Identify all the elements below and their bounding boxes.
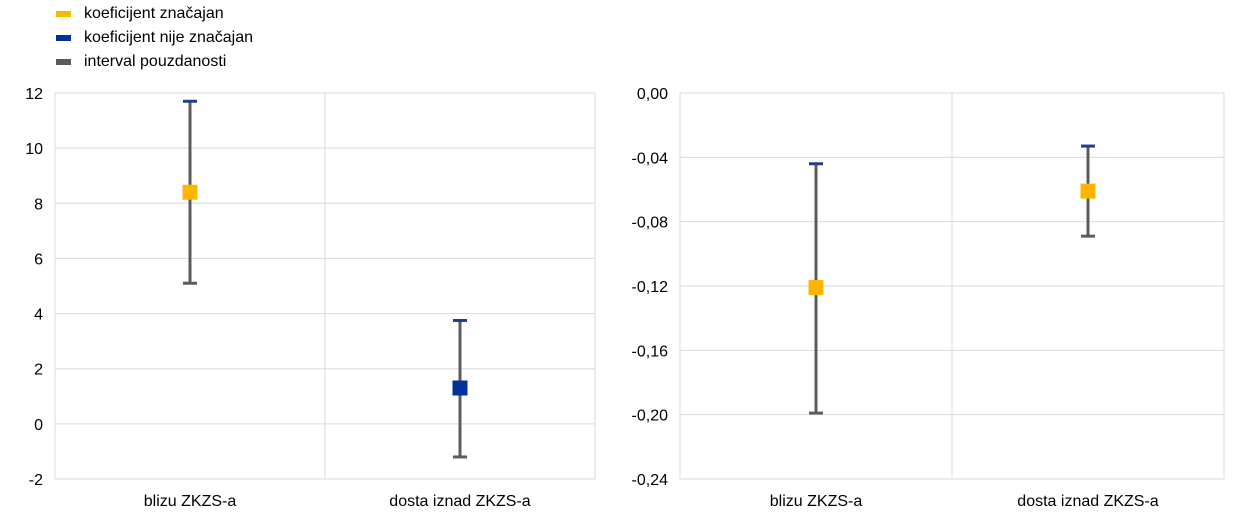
x-tick-label: dosta iznad ZKZS-a	[1017, 493, 1159, 510]
y-tick-label: -0,08	[632, 215, 669, 232]
legend-item-significant: koeficijent značajan	[56, 2, 253, 26]
y-tick-label: -0,04	[632, 150, 669, 167]
y-tick-label: 0	[34, 417, 43, 434]
coefficient-point	[182, 184, 198, 200]
y-tick-label: -0,20	[632, 408, 669, 425]
x-tick-label: blizu ZKZS-a	[770, 493, 863, 510]
legend: koeficijent značajan koeficijent nije zn…	[56, 2, 253, 74]
y-tick-label: 6	[34, 251, 43, 268]
y-tick-label: -0,12	[632, 279, 669, 296]
coefficient-point	[808, 280, 824, 296]
y-tick-label: -0,24	[632, 472, 669, 489]
y-tick-label: 10	[25, 141, 43, 158]
legend-swatch-interval	[56, 59, 71, 65]
y-tick-label: 4	[34, 307, 43, 324]
y-tick-label: 12	[25, 86, 43, 103]
y-tick-label: -0,16	[632, 343, 669, 360]
x-tick-label: blizu ZKZS-a	[144, 493, 237, 510]
legend-swatch-significant	[56, 11, 71, 17]
coefficient-point	[452, 380, 468, 396]
legend-label: koeficijent značajan	[84, 5, 224, 22]
legend-label: interval pouzdanosti	[84, 53, 227, 70]
legend-item-interval: interval pouzdanosti	[56, 50, 253, 74]
legend-item-not-significant: koeficijent nije značajan	[56, 26, 253, 50]
coefficient-point	[1080, 183, 1096, 199]
y-tick-label: 8	[34, 196, 43, 213]
x-tick-label: dosta iznad ZKZS-a	[389, 493, 531, 510]
legend-label: koeficijent nije značajan	[84, 29, 253, 46]
y-tick-label: -2	[29, 472, 43, 489]
legend-swatch-not-significant	[56, 35, 71, 41]
y-tick-label: 2	[34, 362, 43, 379]
y-tick-label: 0,00	[637, 86, 668, 103]
